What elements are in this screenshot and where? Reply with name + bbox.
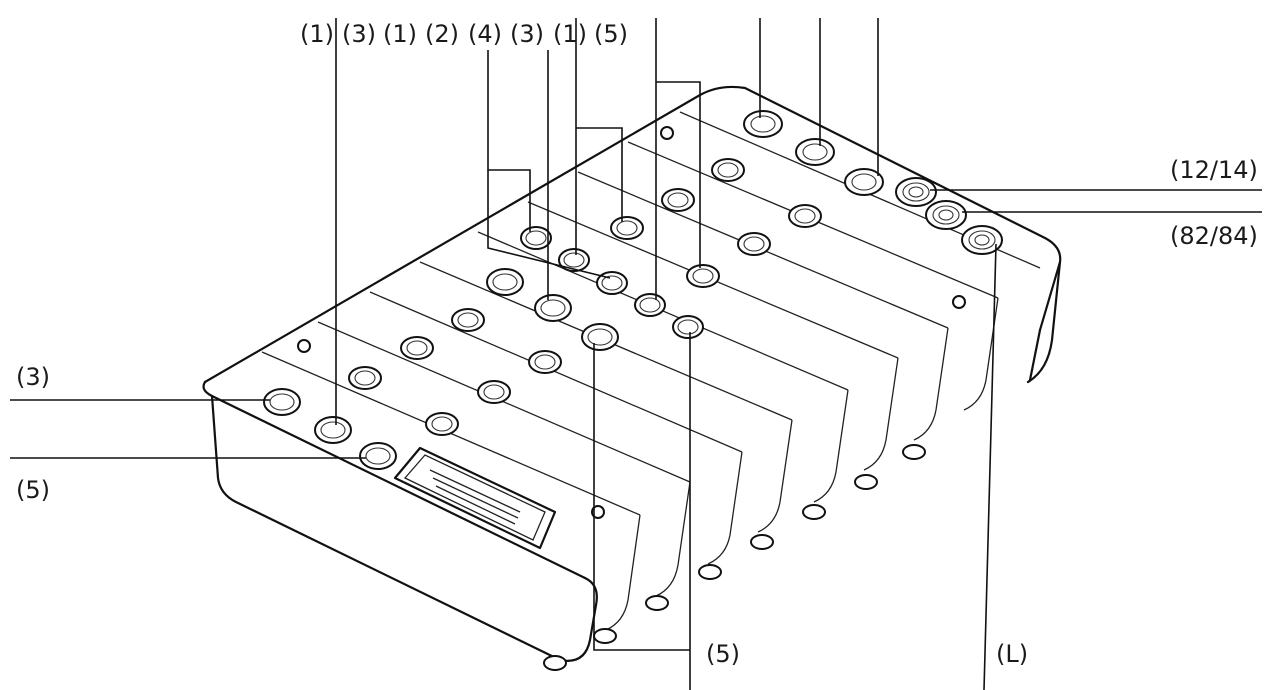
callout-left-lower: (5)	[16, 476, 50, 504]
callout-labels: (1) (3) (1) (2) (4) (3) (1) (5) (12/14) …	[16, 20, 1258, 668]
callout-top-2: (3)	[342, 20, 376, 48]
pilot-ports	[895, 177, 1003, 255]
callout-top-4: (2)	[425, 20, 459, 48]
callout-bottom-right: (L)	[996, 640, 1028, 668]
callout-top-1: (1)	[300, 20, 334, 48]
callout-right-lower: (82/84)	[1170, 222, 1258, 250]
callout-top-6: (3)	[510, 20, 544, 48]
leader-lines	[10, 18, 1262, 690]
mounting-screws	[543, 444, 926, 671]
valve-terminal-body	[202, 85, 1062, 662]
callout-top-3: (1)	[383, 20, 417, 48]
callout-left-upper: (3)	[16, 363, 50, 391]
mounting-holes	[297, 126, 966, 519]
callout-top-5: (4)	[468, 20, 502, 48]
callout-bottom-center: (5)	[706, 640, 740, 668]
callout-top-7: (1)	[553, 20, 587, 48]
working-ports	[263, 110, 884, 470]
callout-right-upper: (12/14)	[1170, 156, 1258, 184]
callout-top-8: (5)	[594, 20, 628, 48]
multi-pin-connector	[393, 446, 557, 550]
